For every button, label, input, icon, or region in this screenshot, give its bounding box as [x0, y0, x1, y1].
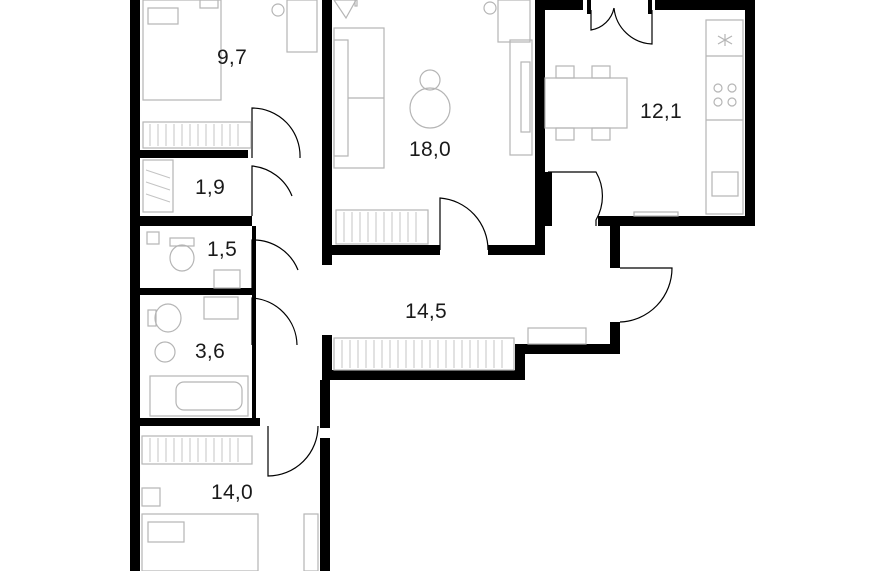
room-area-hallway: 14,5 [404, 300, 448, 323]
room-area-kitchen: 12,1 [639, 100, 683, 123]
room-area-living-room: 18,0 [408, 138, 452, 161]
room-area-bathroom: 3,6 [194, 340, 226, 363]
room-area-bedroom-top: 9,7 [216, 46, 248, 69]
room-area-bedroom-bottom: 14,0 [210, 481, 254, 504]
room-area-toilet: 1,5 [206, 238, 238, 261]
room-area-storage: 1,9 [194, 176, 226, 199]
walls [130, 0, 755, 571]
doors [251, 7, 673, 477]
furniture [141, 0, 744, 571]
